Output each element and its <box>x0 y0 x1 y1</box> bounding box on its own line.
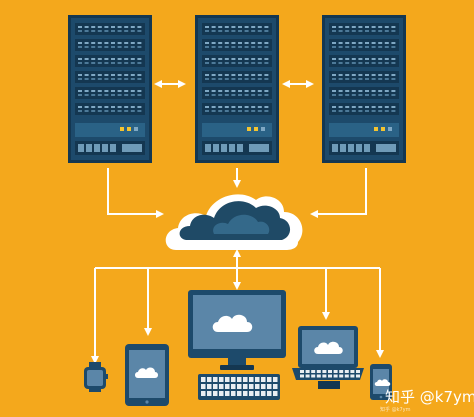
cloud <box>165 194 303 250</box>
tablet <box>125 344 169 406</box>
monitor-cloud-icon <box>212 314 253 332</box>
status-led <box>381 127 385 131</box>
arrow-right-server-to-cloud <box>310 168 367 218</box>
status-led <box>127 127 131 131</box>
server-right <box>322 15 406 163</box>
drive-bay <box>75 71 145 83</box>
laptop-keyboard <box>300 370 360 378</box>
cloud-highlight <box>213 214 270 234</box>
smartwatch <box>84 362 108 392</box>
drive-bay <box>202 55 272 67</box>
drive-bay <box>202 23 272 35</box>
drive-bay <box>329 71 399 83</box>
arrow-left-server-to-cloud <box>107 168 164 218</box>
status-led <box>247 127 251 131</box>
desktop-monitor <box>188 290 286 370</box>
drive-bay <box>329 87 399 99</box>
drive-bay <box>75 103 145 115</box>
drive-bay <box>329 55 399 67</box>
server-group <box>68 15 406 163</box>
status-led <box>120 127 124 131</box>
drive-bay <box>75 39 145 51</box>
drive-bay <box>202 87 272 99</box>
drive-bay <box>329 23 399 35</box>
laptop <box>292 326 364 389</box>
server-left <box>68 15 152 163</box>
drive-bay <box>329 103 399 115</box>
device-distribution-arrows <box>91 249 384 364</box>
drive-bay <box>202 39 272 51</box>
tablet-cloud-icon <box>135 367 158 378</box>
server-cloud-arrows <box>107 168 367 218</box>
drive-bay <box>75 55 145 67</box>
status-led <box>254 127 258 131</box>
server-center <box>195 15 279 163</box>
keyboard <box>198 374 280 400</box>
status-led <box>374 127 378 131</box>
drive-bay <box>75 23 145 35</box>
drive-bay <box>202 71 272 83</box>
laptop-cloud-icon <box>314 341 343 354</box>
watermark-small-text: 知乎 @k7ym <box>380 407 411 413</box>
smartphone <box>370 364 392 400</box>
drive-bay <box>75 87 145 99</box>
drive-bay <box>202 103 272 115</box>
drive-bay <box>329 39 399 51</box>
watermark-text: 知乎 @k7ym <box>385 388 474 406</box>
